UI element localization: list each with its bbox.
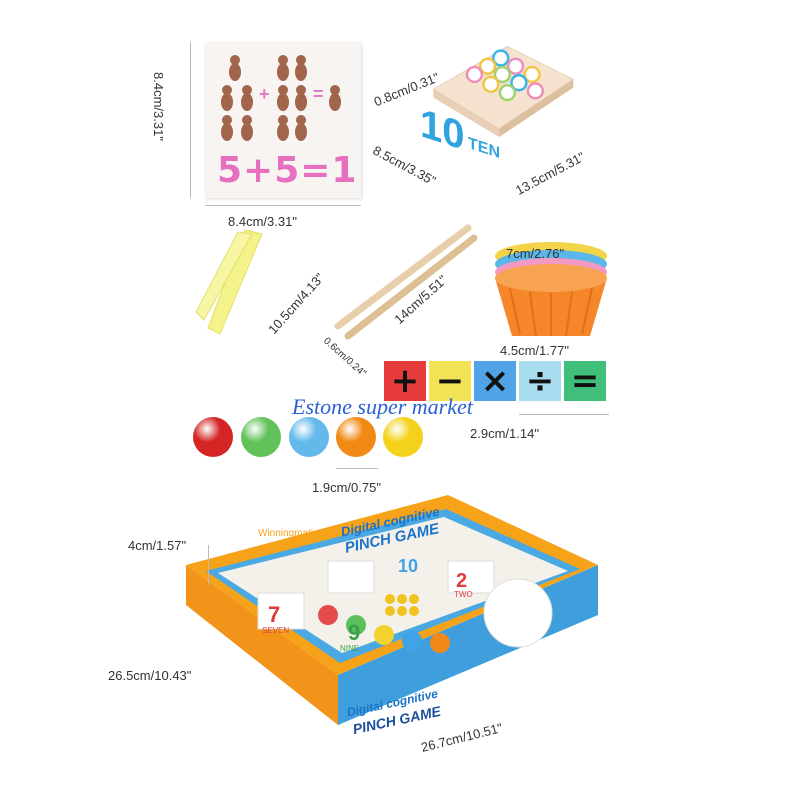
operator-tile-minus: − (429, 361, 471, 401)
ball-yellow (383, 417, 423, 457)
bear-icon (295, 55, 307, 81)
equation: 5+5=1 (217, 150, 358, 191)
operator-tile-plus: + (384, 361, 426, 401)
operator-tile-divide: ÷ (519, 361, 561, 401)
game-box (186, 495, 598, 725)
plus-sign: + (259, 84, 270, 104)
bear-icon (277, 115, 289, 141)
card-width-label: 8.4cm/3.31" (228, 214, 297, 229)
bear-icon (221, 85, 233, 111)
bear-rows (221, 55, 341, 141)
box-height-line (208, 545, 209, 585)
equation-card: + = 5+5=1 (205, 42, 361, 198)
box-card-word: TWO (454, 590, 473, 599)
box-card-word: NINE (340, 644, 360, 653)
ball-size-line (336, 468, 378, 469)
equals-sign: = (313, 84, 324, 104)
sticks (334, 224, 478, 340)
box-card-number: 7 (268, 602, 281, 627)
box-card-number: 9 (348, 620, 361, 645)
bear-icon (221, 115, 233, 141)
box-card-number: 2 (456, 570, 468, 592)
ball-orange (336, 417, 376, 457)
cups-height-label: 4.5cm/1.77" (500, 343, 569, 358)
bear-icon (295, 85, 307, 111)
tongs-length-label: 10.5cm/4.13" (265, 270, 328, 337)
bear-icon (241, 85, 253, 111)
box-card-word: SEVEN (262, 626, 290, 635)
box-card-number: 10 (398, 556, 419, 576)
card-height-line (190, 42, 191, 198)
tongs (195, 229, 263, 335)
box-brand: Winningmatic (258, 528, 319, 539)
equation-text: 5+5=1 (217, 150, 357, 191)
bear-icon (229, 55, 241, 81)
cups-diameter-label: 7cm/2.76" (506, 246, 565, 261)
card-height-label: 8.4cm/3.31" (151, 72, 166, 141)
tile-size-line (519, 414, 609, 415)
bear-icon (277, 85, 289, 111)
silicone-cups (495, 242, 607, 337)
bear-icon (277, 55, 289, 81)
box-depth-label: 26.5cm/10.43" (108, 668, 192, 683)
sticks-diameter-label: 0.6cm/0.24" (321, 335, 368, 380)
operator-tile-times: × (474, 361, 516, 401)
watermark-text: Estone super market (292, 394, 473, 419)
tile-size-label: 2.9cm/1.14" (470, 426, 539, 441)
ball-red (193, 417, 233, 457)
bear-icon (329, 85, 341, 111)
ball-blue (289, 417, 329, 457)
ten-frame-board (432, 46, 575, 138)
operator-tile-equals: = (564, 361, 606, 401)
card-width-line (205, 205, 361, 206)
bear-icon (295, 115, 307, 141)
ball-size-label: 1.9cm/0.75" (312, 480, 381, 495)
ball-green (241, 417, 281, 457)
box-height-label: 4cm/1.57" (128, 538, 187, 553)
bear-icon (241, 115, 253, 141)
